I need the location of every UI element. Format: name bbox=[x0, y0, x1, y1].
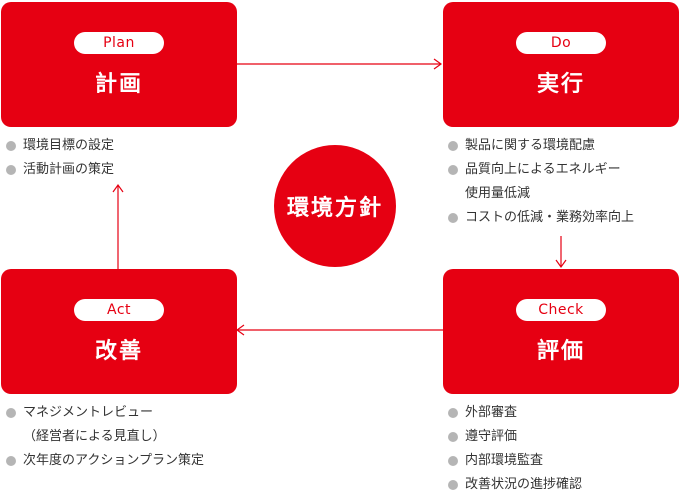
arrowhead-act-to-plan bbox=[112, 183, 124, 193]
act-card: Act 改善 bbox=[1, 269, 237, 394]
list-item-text: 品質向上によるエネルギー bbox=[465, 162, 621, 177]
list-item: 外部審査 bbox=[447, 401, 582, 425]
do-list: 製品に関する環境配慮 品質向上によるエネルギー 使用量低減 コストの低減・業務効… bbox=[447, 134, 634, 230]
list-item: 内部環境監査 bbox=[447, 449, 582, 473]
list-item-text: 内部環境監査 bbox=[465, 453, 544, 468]
environmental-policy-circle: 環境方針 bbox=[274, 145, 396, 267]
bullet-dot bbox=[448, 432, 458, 442]
list-item: 環境目標の設定 bbox=[5, 134, 114, 158]
list-item-continuation: （経営者による見直し） bbox=[5, 425, 204, 449]
plan-list: 環境目標の設定 活動計画の策定 bbox=[5, 134, 114, 182]
list-item-text: マネジメントレビュー bbox=[23, 405, 154, 420]
list-item: 次年度のアクションプラン策定 bbox=[5, 449, 204, 473]
list-item-text: 次年度のアクションプラン策定 bbox=[23, 453, 204, 468]
list-item: コストの低減・業務効率向上 bbox=[447, 206, 634, 230]
bullet-dot bbox=[6, 141, 16, 151]
bullet-dot bbox=[448, 213, 458, 223]
list-item-text: 改善状況の進捗確認 bbox=[465, 477, 583, 492]
check-tag: Check bbox=[516, 299, 606, 321]
do-tag: Do bbox=[516, 32, 606, 54]
list-item-text: 環境目標の設定 bbox=[23, 138, 115, 153]
bullet-dot bbox=[6, 165, 16, 175]
bullet-dot bbox=[6, 408, 16, 418]
act-title: 改善 bbox=[94, 339, 143, 364]
list-item: 改善状況の進捗確認 bbox=[447, 473, 582, 497]
list-item: 品質向上によるエネルギー bbox=[447, 158, 634, 182]
act-list: マネジメントレビュー （経営者による見直し） 次年度のアクションプラン策定 bbox=[5, 401, 204, 473]
plan-title: 計画 bbox=[94, 72, 143, 97]
plan-card: Plan 計画 bbox=[1, 2, 237, 127]
check-list: 外部審査 遵守評価 内部環境監査 改善状況の進捗確認 bbox=[447, 401, 582, 497]
arrowhead-plan-to-do bbox=[433, 58, 443, 70]
check-card: Check 評価 bbox=[443, 269, 679, 394]
do-title: 実行 bbox=[536, 72, 585, 97]
list-item-text: 外部審査 bbox=[465, 405, 518, 420]
list-item: マネジメントレビュー bbox=[5, 401, 204, 425]
bullet-dot bbox=[448, 480, 458, 490]
list-item: 活動計画の策定 bbox=[5, 158, 114, 182]
bullet-dot bbox=[448, 408, 458, 418]
list-item-text: 遵守評価 bbox=[465, 429, 518, 444]
list-item: 製品に関する環境配慮 bbox=[447, 134, 634, 158]
list-item-text: コストの低減・業務効率向上 bbox=[465, 210, 635, 225]
check-title: 評価 bbox=[536, 339, 585, 364]
bullet-dot bbox=[448, 141, 458, 151]
list-item-continuation: 使用量低減 bbox=[447, 182, 634, 206]
arrowhead-do-to-check bbox=[555, 259, 567, 269]
plan-tag: Plan bbox=[74, 32, 164, 54]
list-item-text: 使用量低減 bbox=[465, 186, 531, 201]
list-item: 遵守評価 bbox=[447, 425, 582, 449]
arrowhead-check-to-act bbox=[235, 324, 245, 336]
bullet-dot bbox=[6, 456, 16, 466]
act-tag: Act bbox=[74, 299, 164, 321]
bullet-dot bbox=[448, 456, 458, 466]
bullet-dot bbox=[448, 165, 458, 175]
list-item-text: 製品に関する環境配慮 bbox=[465, 138, 596, 153]
list-item-text: 活動計画の策定 bbox=[23, 162, 115, 177]
list-item-text: （経営者による見直し） bbox=[23, 429, 166, 444]
do-card: Do 実行 bbox=[443, 2, 679, 127]
